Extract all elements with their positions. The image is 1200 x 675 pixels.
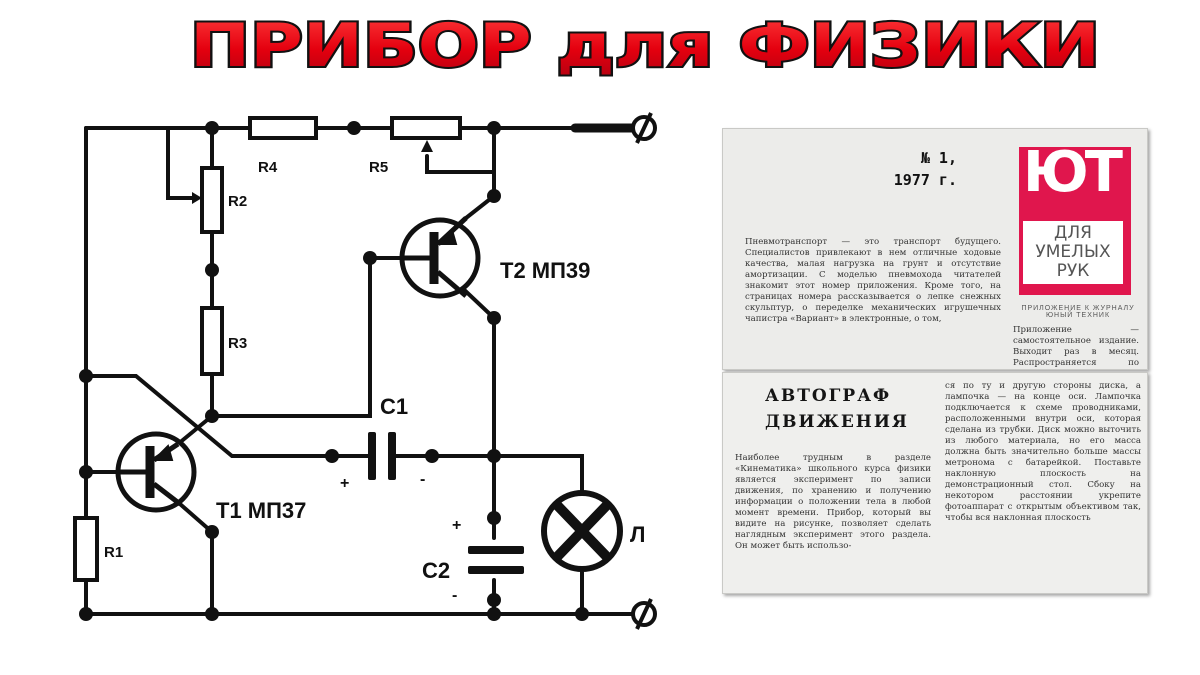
cover-body-left: Пневмотранспорт — это транспорт будущего… [745,237,1001,324]
label-t2: T2 МП39 [500,258,590,283]
resistor-r3 [200,306,224,376]
label-r3: R3 [228,335,247,352]
label-r5: R5 [369,159,388,176]
resistor-r1 [73,516,99,582]
label-t1: T1 МП37 [216,498,306,523]
terminals [631,112,657,630]
capacitor-c2-plate-b [468,566,524,574]
page-title-text: ПРИБОР для ФИЗИКИ [190,11,1100,80]
capacitors [368,432,524,574]
magazine-clipping-article: АВТОГРАФ ДВИЖЕНИЯ Наиболее трудным в раз… [722,372,1148,594]
resistor-r5 [390,116,462,140]
resistor-r4 [248,116,318,140]
article-column-left: Наиболее трудным в разделе «Кинематика» … [735,453,931,551]
label-c1-plus: + [340,475,349,492]
issue-year: 1977 г. [893,171,957,189]
issue-number: № 1, [920,149,957,167]
label-lamp: Л [630,522,645,547]
junctions [79,121,589,621]
label-r2: R2 [228,193,247,210]
page-title: ПРИБОР для ФИЗИКИ [188,9,1102,80]
label-c2-plus: + [452,517,461,534]
label-c2-minus: - [452,587,457,604]
logo-caption: ПРИЛОЖЕНИЕ К ЖУРНАЛУ ЮНЫЙ ТЕХНИК [1021,305,1135,319]
capacitor-c1-plate-b [388,432,396,480]
transistor-t2 [399,216,481,299]
resistors [73,116,462,582]
cover-body-right: Приложение — самостоятельное издание. Вы… [1013,325,1139,367]
logo-subtitle: ДЛЯ УМЕЛЫХ РУК [1023,221,1123,284]
lamp [541,490,623,572]
label-r1: R1 [104,544,123,561]
article-column-right: ся по ту и другую стороны диска, а лампо… [945,381,1141,523]
logo-letters: ЮТ [1023,140,1123,205]
article-heading: АВТОГРАФ ДВИЖЕНИЯ [765,386,909,432]
capacitor-c1-plate-a [368,432,376,480]
label-c1-minus: - [420,471,425,488]
capacitor-c2-plate-a [468,546,524,554]
label-r4: R4 [258,159,278,176]
label-c1: C1 [380,394,408,419]
circuit-schematic: R4 R5 R2 R3 R1 C1 C2 T2 МП39 T1 МП37 Л +… [73,112,657,630]
label-c2: C2 [422,558,450,583]
resistor-r2 [200,166,224,234]
magazine-clipping-cover: № 1, 1977 г. ЮТ ДЛЯ УМЕЛЫХ РУК ПРИЛОЖЕНИ… [722,128,1148,370]
wiper-arrows [192,140,433,204]
transistor-t1 [115,431,197,513]
